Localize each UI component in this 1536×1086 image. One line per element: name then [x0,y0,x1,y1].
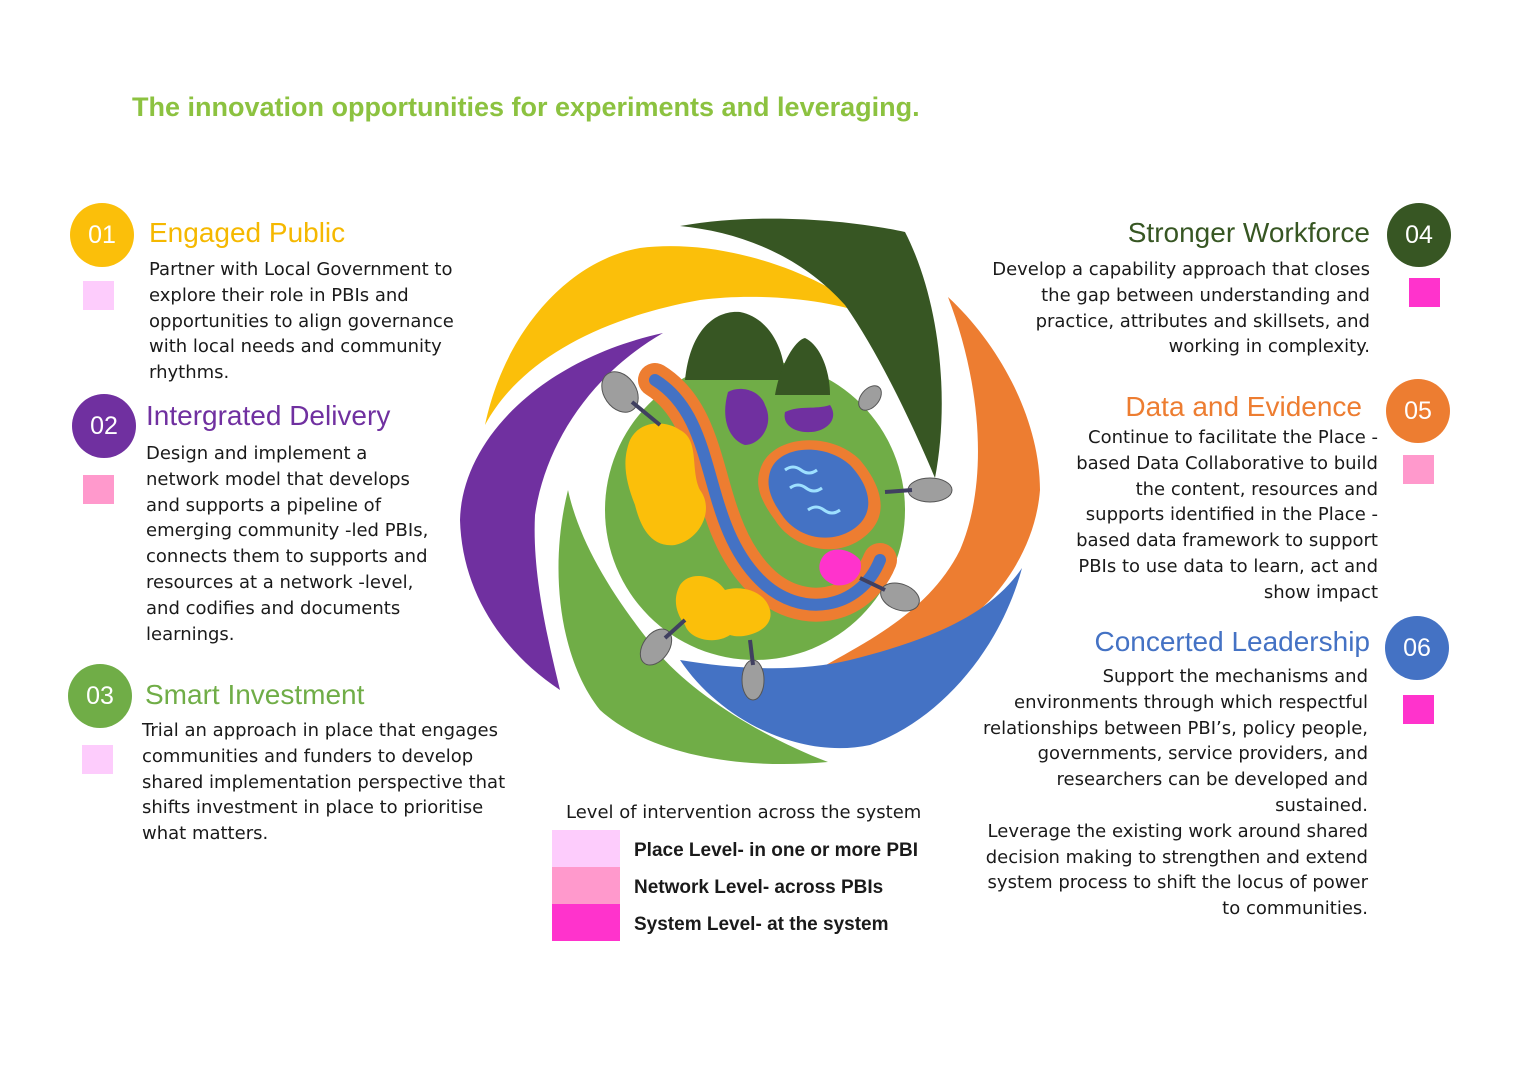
section-04-level-marker [1409,278,1440,307]
hill-icon [775,338,830,395]
legend-swatch-network [552,867,620,904]
bush-yellow [625,423,706,546]
section-04-number: 04 [1387,203,1451,267]
bush-yellow [675,575,771,641]
legend-label-network: Network Level- across PBIs [634,877,884,898]
section-02-text: Design and implement a network model tha… [146,443,429,645]
section-06-heading: Concerted Leadership [1094,626,1370,657]
petal-engaged-public [485,246,870,425]
bush-pink [819,549,861,586]
legend-swatch-system [552,904,620,941]
section-06-text: Support the mechanisms and environments … [983,666,1368,920]
section-04-text: Develop a capability approach that close… [992,259,1370,358]
petal-concerted-leadership [680,568,1022,749]
hill-icon [685,311,785,380]
section-02-number: 02 [72,394,136,458]
section-03-number: 03 [68,664,132,728]
section-06-number: 06 [1385,616,1449,680]
section-04-heading: Stronger Workforce [1127,217,1370,248]
page-title: The innovation opportunities for experim… [132,92,920,122]
section-05-heading: Data and Evidence [1125,391,1362,422]
section-05-text: Continue to facilitate the Place - based… [1076,427,1378,603]
petal-data-evidence [826,297,1040,665]
legend-label-system: System Level- at the system [634,914,889,935]
legend-label-place: Place Level- in one or more PBI [634,840,919,861]
petal-smart-investment [558,490,828,765]
legend-swatch-place [552,830,620,867]
section-01-level-marker [83,281,114,310]
section-03-level-marker [82,745,113,774]
legend-title: Level of intervention across the system [566,802,922,823]
bush-purple [784,405,834,433]
section-02-level-marker [83,475,114,504]
section-02-heading: Intergrated Delivery [146,400,391,431]
section-05-level-marker [1403,455,1434,484]
pinwheel-diagram [460,218,1040,765]
section-01-number: 01 [70,203,134,267]
petal-integrated-delivery [460,333,663,690]
section-05-number: 05 [1386,379,1450,443]
bush-purple [725,388,769,445]
section-03-heading: Smart Investment [145,679,365,710]
section-06-level-marker [1403,695,1434,724]
section-01-heading: Engaged Public [149,217,346,248]
petal-stronger-workforce [680,218,942,479]
section-03-text: Trial an approach in place that engages … [142,720,506,845]
section-01-text: Partner with Local Government to explore… [149,259,454,384]
tree-icon [601,371,953,701]
